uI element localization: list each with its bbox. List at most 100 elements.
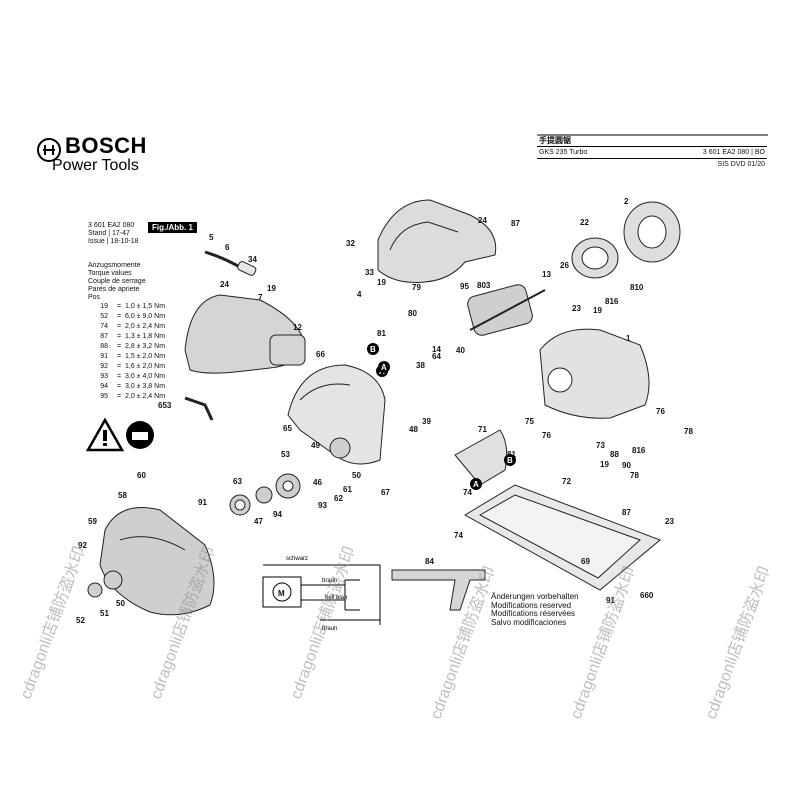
lower-guard <box>99 507 215 616</box>
parallel-guide <box>391 569 486 611</box>
warning-sign-icon <box>85 417 125 452</box>
torque-row: 87=1,3 ± 1,8 Nm <box>88 332 165 342</box>
part-callout: 81 <box>377 329 386 338</box>
part-callout: 60 <box>137 471 146 480</box>
part-callout: 87 <box>622 508 631 517</box>
torque-row: 52=6,0 ± 9,0 Nm <box>88 312 165 322</box>
marker-label: A <box>473 480 479 489</box>
part-callout: 93 <box>318 501 327 510</box>
part-callout: 73 <box>596 441 605 450</box>
marker-circle <box>367 343 379 355</box>
modifications-note: Änderungen vorbehalten Modifications res… <box>491 592 579 627</box>
part-callout: 33 <box>365 268 374 277</box>
document-header: 手提圆锯 GKS 235 Turbo 3 601 EA2 080 | BO SI… <box>537 135 767 170</box>
torque-pos: 19 <box>100 303 108 310</box>
part-callout: 90 <box>622 461 631 470</box>
part-callout: 59 <box>88 517 97 526</box>
part-callout: 40 <box>456 346 465 355</box>
torque-heading-es: Pares de apriete <box>88 286 140 293</box>
torque-equals: = <box>116 333 122 340</box>
part-callout: 19 <box>377 278 386 287</box>
marker-circle <box>470 478 482 490</box>
part-callout: 74 <box>463 488 472 497</box>
part-callout: 64 <box>432 352 441 361</box>
title-cn: 手提圆锯 <box>539 136 571 145</box>
torque-heading-de: Anzugsmomente <box>88 262 141 269</box>
part-callout: 75 <box>525 417 534 426</box>
part-callout: 92 <box>78 541 87 550</box>
svg-text:cdragonli店铺防盗水印: cdragonli店铺防盗水印 <box>702 564 774 721</box>
armature <box>467 284 546 336</box>
note-es: Salvo modificaciones <box>491 617 567 627</box>
blade-guard <box>287 364 386 465</box>
part-callout: 67 <box>381 488 390 497</box>
power-cable <box>204 250 257 276</box>
bosch-logo-icon <box>37 138 61 162</box>
torque-pos: 87 <box>100 333 108 340</box>
sis-version: SIS DVD 01/20 <box>717 161 765 168</box>
part-callout: 12 <box>293 323 302 332</box>
part-callout: 7 <box>258 293 263 302</box>
part-callout: 803 <box>477 281 491 290</box>
header-row-model: GKS 235 Turbo 3 601 EA2 080 | BO <box>537 147 767 159</box>
wire-label-brown: braun <box>322 578 337 584</box>
part-callout: 63 <box>233 477 242 486</box>
torque-headings: Anzugsmomente Torque values Couple de se… <box>88 262 146 302</box>
handle-housing <box>184 294 306 374</box>
part-callout: 19 <box>593 306 602 315</box>
part-callout: 65 <box>283 424 292 433</box>
part-callout: 34 <box>248 255 257 264</box>
part-callout: 19 <box>267 284 276 293</box>
figure-label: Fig./Abb. 1 <box>148 222 197 233</box>
doc-info: 3 601 EA2 080 Stand | 17-47 Issue | 18-1… <box>88 222 138 246</box>
brand-subtitle: Power Tools <box>52 157 139 174</box>
part-callout: 79 <box>412 283 421 292</box>
marker-circle <box>378 361 390 373</box>
torque-heading-en: Torque values <box>88 270 132 277</box>
part-callout: 6 <box>225 243 230 252</box>
torque-row: 19=1,0 ± 1,5 Nm <box>88 302 165 312</box>
torque-value: 1,0 ± 1,5 Nm <box>125 303 166 310</box>
part-callout: 48 <box>409 425 418 434</box>
torque-value: 3,0 ± 4,0 Nm <box>125 373 166 380</box>
part-callout: 32 <box>346 239 355 248</box>
part-callout: 2 <box>624 197 629 206</box>
note-en: Modifications reserved <box>491 600 572 610</box>
torque-pos: 74 <box>100 323 108 330</box>
part-callout: 47 <box>254 517 263 526</box>
torque-value: 2,0 ± 2,4 Nm <box>125 393 166 400</box>
torque-equals: = <box>116 383 122 390</box>
note-de: Änderungen vorbehalten <box>491 592 579 601</box>
part-callout: 23 <box>665 517 674 526</box>
bevel-scale <box>454 429 508 486</box>
part-callout: 39 <box>422 417 431 426</box>
torque-row: 92=1,6 ± 2,0 Nm <box>88 362 165 372</box>
issue-line: Issue | 18-10-18 <box>88 238 139 245</box>
part-callout: 24 <box>478 216 487 225</box>
part-callout: 810 <box>630 283 644 292</box>
torque-equals: = <box>116 393 122 400</box>
part-callout: 52 <box>76 616 85 625</box>
part-callout: 22 <box>580 218 589 227</box>
part-callout: 653 <box>158 401 172 410</box>
part-callout: 88 <box>610 450 619 459</box>
part-callout: 62 <box>334 494 343 503</box>
part-callout: 26 <box>560 261 569 270</box>
motor-symbol-label: M <box>278 589 285 598</box>
part-callout: 80 <box>408 309 417 318</box>
brand-name: BOSCH <box>65 133 147 158</box>
torque-row: 93=3,0 ± 4,0 Nm <box>88 372 165 382</box>
torque-pos: 94 <box>100 383 108 390</box>
header-row-title: 手提圆锯 <box>537 135 767 147</box>
part-callout: 66 <box>316 350 325 359</box>
torque-pos: 52 <box>100 313 108 320</box>
doc-number: 3 601 EA2 080 <box>88 222 135 229</box>
part-callout: 5 <box>209 233 214 242</box>
part-callout: 53 <box>281 450 290 459</box>
torque-equals: = <box>116 313 122 320</box>
marker-label: B <box>507 456 513 465</box>
motor-housing <box>539 328 650 419</box>
torque-value: 1,6 ± 2,0 Nm <box>125 363 166 370</box>
